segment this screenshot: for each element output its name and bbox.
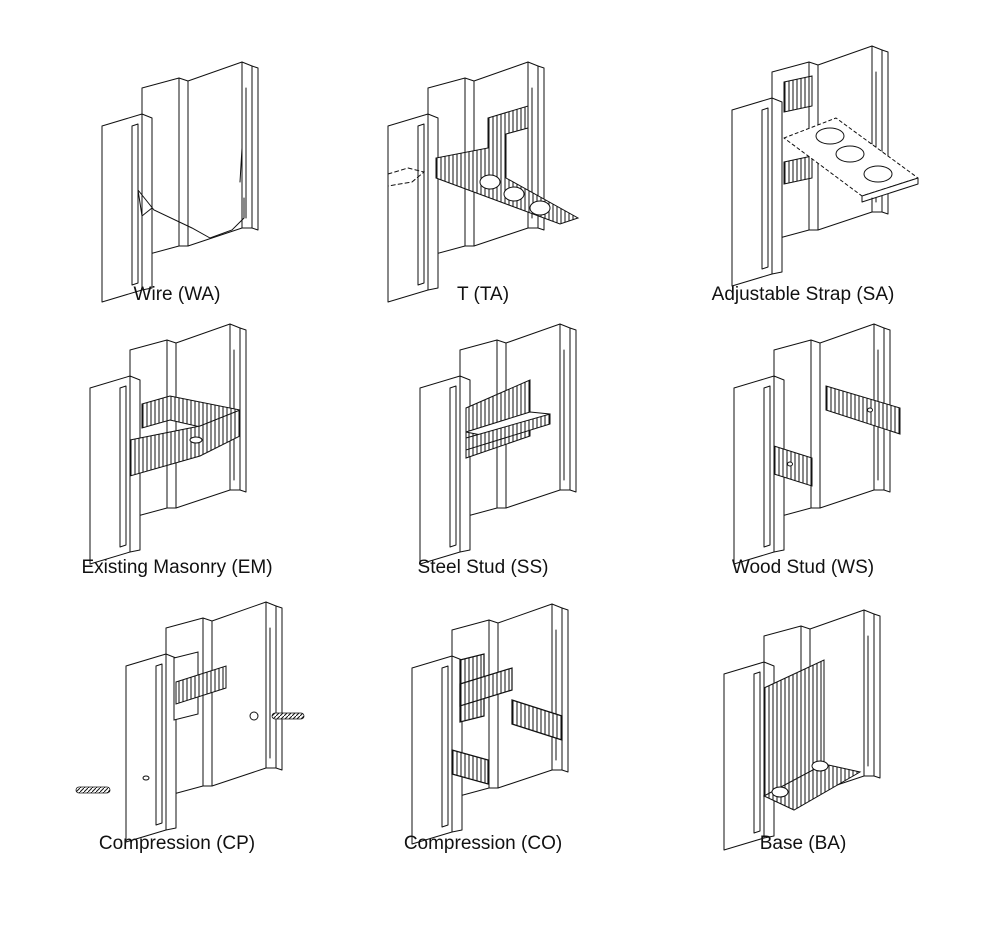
label-ws: Wood Stud (WS) — [732, 557, 874, 578]
label-em: Existing Masonry (EM) — [81, 557, 272, 578]
label-ba: Base (BA) — [760, 833, 847, 854]
label-ta: T (TA) — [457, 284, 509, 305]
compression-screw-right — [271, 712, 305, 720]
compression-cp-anchor-figure — [125, 601, 283, 843]
compression-co-anchor-figure — [411, 603, 569, 845]
label-ss: Steel Stud (SS) — [418, 557, 549, 578]
steel-stud-anchor-figure — [419, 323, 577, 565]
wood-stud-anchor-figure — [733, 323, 901, 565]
base-anchor-figure — [723, 609, 881, 851]
existing-masonry-anchor-figure — [89, 323, 247, 565]
compression-screw-left — [75, 786, 111, 794]
label-co: Compression (CO) — [404, 833, 562, 854]
label-wa: Wire (WA) — [134, 284, 221, 305]
adjustable-strap-anchor-figure — [731, 45, 919, 287]
label-sa: Adjustable Strap (SA) — [712, 284, 895, 305]
t-anchor-figure — [387, 61, 580, 303]
label-cp: Compression (CP) — [99, 833, 255, 854]
wire-anchor-figure — [101, 61, 259, 303]
